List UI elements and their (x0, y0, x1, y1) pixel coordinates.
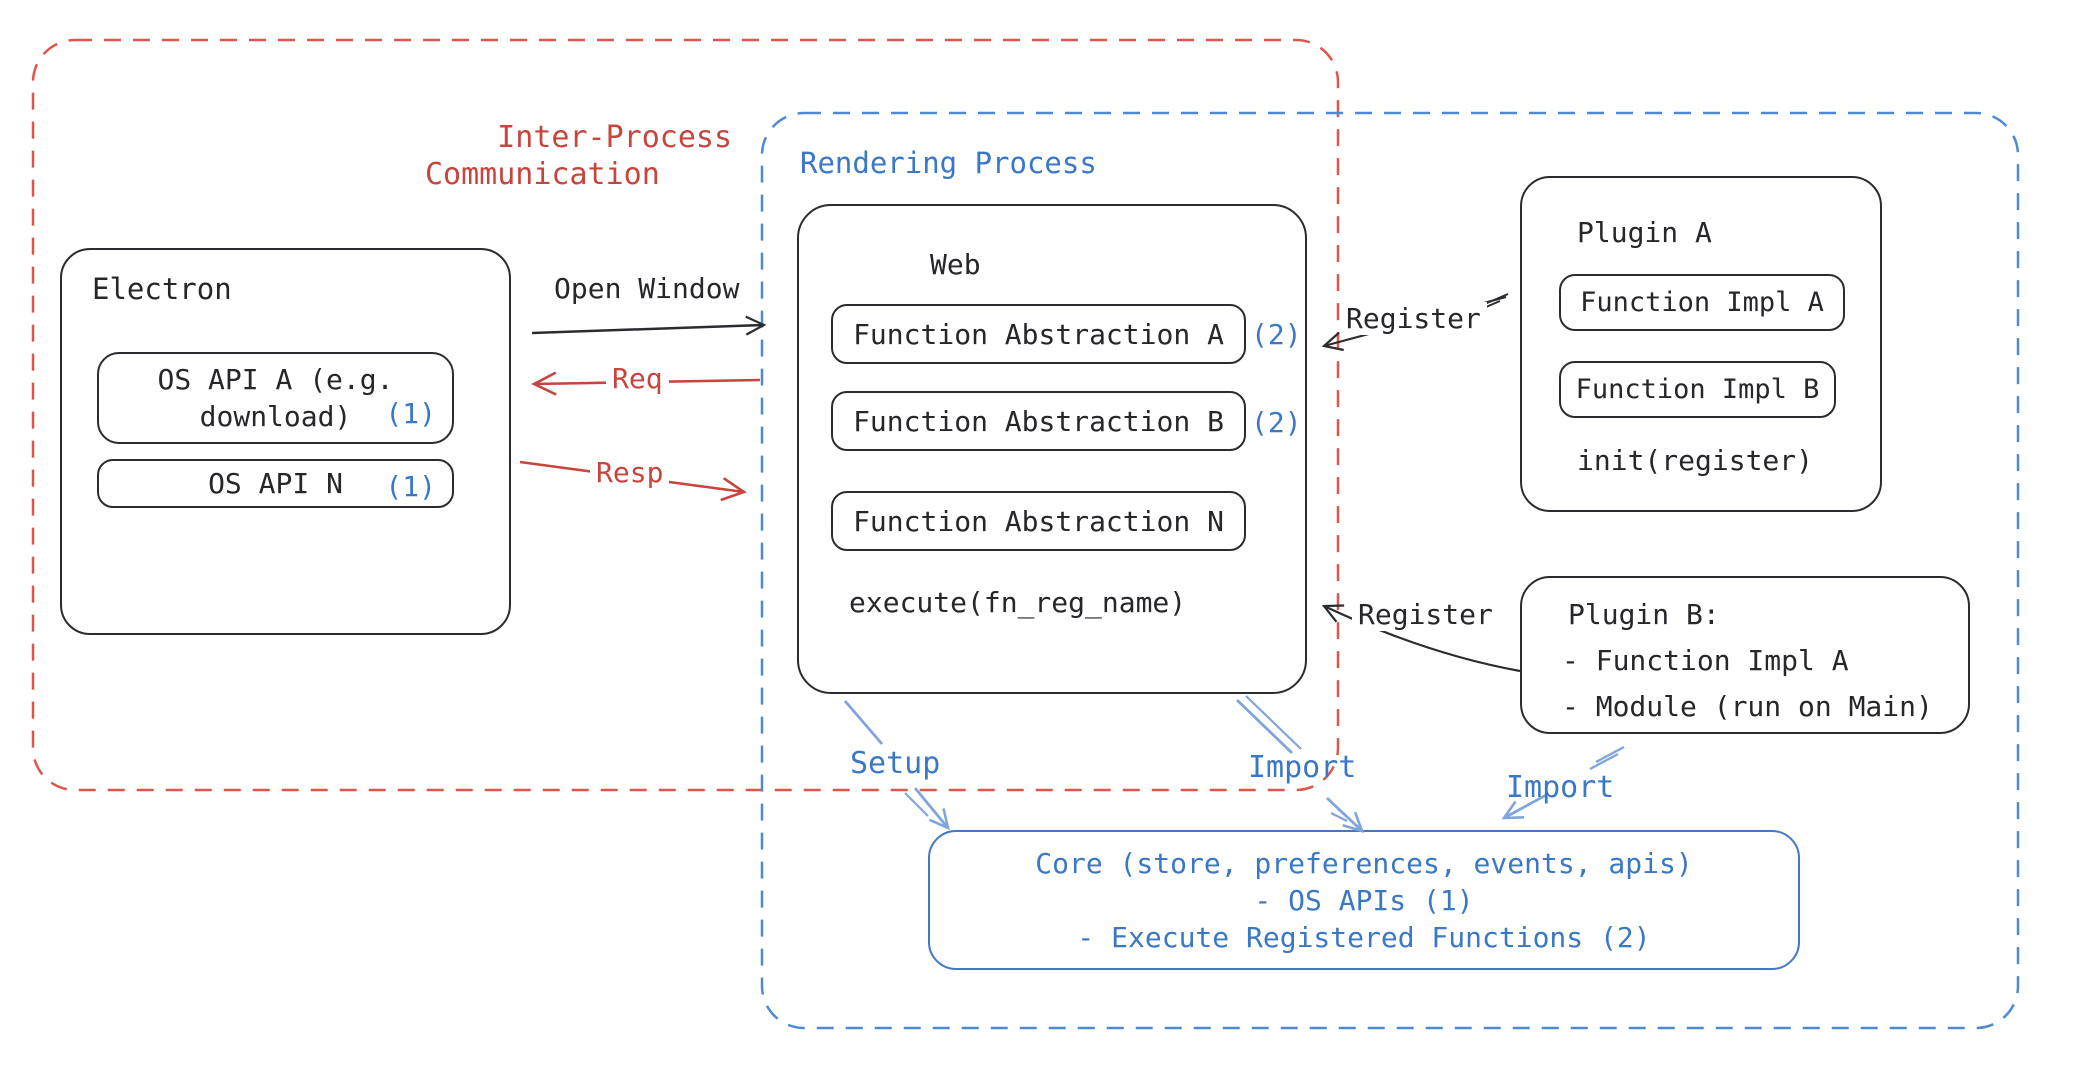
open-window-label: Open Window (554, 272, 740, 305)
function-abstraction-n-label: Function Abstraction N (853, 504, 1224, 538)
function-abstraction-a-box: Function Abstraction A (831, 304, 1246, 364)
open-window-arrow (531, 315, 767, 336)
import-web-label: Import (1248, 750, 1357, 785)
core-line-3: - Execute Registered Functions (2) (1077, 920, 1651, 954)
core-line-2: - OS APIs (1) (1254, 883, 1474, 917)
core-line-1: Core (store, preferences, events, apis) (1035, 846, 1693, 880)
function-impl-b-label: Function Impl B (1575, 374, 1820, 405)
electron-title: Electron (92, 272, 232, 306)
core-box: Core (store, preferences, events, apis) … (928, 830, 1800, 970)
electron-box: Electron OS API A (e.g.download) (1) OS … (60, 248, 511, 635)
register-top-label: Register (1340, 302, 1487, 335)
function-abstraction-a-badge: (2) (1251, 318, 1302, 351)
plugin-b-title: Plugin B: (1568, 598, 1720, 631)
function-abstraction-n-box: Function Abstraction N (831, 491, 1246, 551)
os-api-n-badge: (1) (385, 470, 436, 503)
os-api-a-box: OS API A (e.g.download) (1) (97, 352, 454, 444)
function-impl-b-box: Function Impl B (1559, 361, 1836, 418)
register-bottom-label: Register (1352, 598, 1499, 631)
os-api-n-box: OS API N (1) (97, 459, 454, 508)
function-impl-a-label: Function Impl A (1580, 287, 1824, 318)
function-abstraction-b-box: Function Abstraction B (831, 391, 1246, 451)
plugin-b-item-function-impl-a: - Function Impl A (1562, 644, 1849, 677)
import-plugin-label: Import (1506, 770, 1615, 805)
setup-label: Setup (850, 746, 941, 781)
plugin-b-item-module: - Module (run on Main) (1562, 690, 1933, 723)
plugin-a-box: Plugin A Function Impl A Function Impl B… (1520, 176, 1882, 512)
os-api-a-label: OS API A (e.g.download) (157, 363, 394, 433)
web-title: Web (930, 248, 981, 281)
plugin-a-init-label: init(register) (1577, 444, 1814, 477)
resp-label: Resp (590, 456, 670, 489)
plugin-b-box: Plugin B: - Function Impl A - Module (ru… (1520, 576, 1970, 734)
os-api-a-badge: (1) (385, 397, 436, 430)
function-impl-a-box: Function Impl A (1559, 274, 1845, 331)
rendering-process-label: Rendering Process (800, 146, 1097, 180)
function-abstraction-b-badge: (2) (1251, 406, 1302, 439)
os-api-n-label: OS API N (208, 467, 343, 500)
function-abstraction-a-label: Function Abstraction A (853, 317, 1224, 351)
execute-label: execute(fn_reg_name) (849, 586, 1187, 619)
req-label: Req (606, 362, 669, 395)
function-abstraction-b-label: Function Abstraction B (853, 404, 1224, 438)
web-box: Web Function Abstraction A (2) Function … (797, 204, 1307, 694)
plugin-a-title: Plugin A (1577, 216, 1712, 249)
